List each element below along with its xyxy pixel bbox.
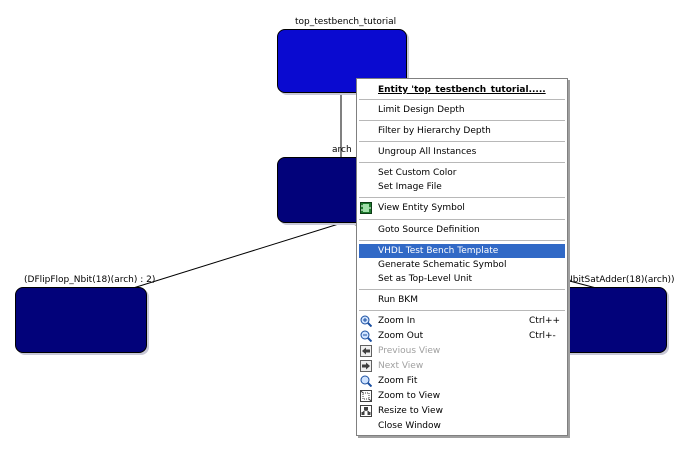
menu-item-resize-to-view[interactable]: Resize to View: [359, 404, 565, 418]
menu-item-set-top-level-label: Set as Top-Level Unit: [378, 274, 473, 284]
menu-item-previous-view-label: Previous View: [378, 346, 441, 356]
menu-item-zoom-in-label: Zoom In: [378, 316, 416, 326]
menu-item-view-symbol-label: View Entity Symbol: [378, 203, 465, 213]
node-label-top: top_testbench_tutorial: [295, 17, 397, 27]
menu-item-zoom-out-label: Zoom Out: [378, 331, 424, 341]
menu-item-zoom-to-view[interactable]: Zoom to View: [359, 389, 565, 403]
menu-item-resize-to-view-label: Resize to View: [378, 406, 443, 416]
menu-item-image-file-label: Set Image File: [378, 182, 442, 192]
context-menu: Entity 'top_testbench_tutorial..... Limi…: [356, 78, 568, 436]
menu-separator: [359, 240, 565, 241]
zoom-out-shortcut: Ctrl+-: [529, 331, 556, 341]
menu-separator: [359, 120, 565, 121]
menu-separator: [359, 141, 565, 142]
menu-item-set-top-level[interactable]: Set as Top-Level Unit: [359, 272, 565, 286]
menu-item-goto-source-label: Goto Source Definition: [378, 225, 480, 235]
menu-item-filter-depth[interactable]: Filter by Hierarchy Depth: [359, 124, 565, 138]
menu-separator: [359, 99, 565, 100]
menu-item-entity-label: Entity 'top_testbench_tutorial.....: [378, 85, 546, 95]
menu-item-limit-depth[interactable]: Limit Design Depth: [359, 103, 565, 117]
menu-item-view-symbol[interactable]: View Entity Symbol: [359, 201, 565, 215]
menu-item-ungroup-label: Ungroup All Instances: [378, 147, 477, 157]
node-label-left: (DFlipFlop_Nbit(18)(arch) : 2): [24, 275, 156, 285]
menu-item-next-view-label: Next View: [378, 361, 424, 371]
menu-separator: [359, 197, 565, 198]
arrow-left-icon: [360, 345, 372, 357]
menu-item-custom-color[interactable]: Set Custom Color: [359, 166, 565, 180]
menu-item-close-window[interactable]: Close Window: [359, 419, 565, 433]
menu-item-vhdl-testbench[interactable]: VHDL Test Bench Template: [359, 244, 565, 258]
zoom-in-shortcut: Ctrl++: [529, 316, 561, 326]
zoom-out-icon: [360, 330, 373, 343]
resize-to-view-icon: [360, 405, 372, 417]
menu-item-zoom-fit-label: Zoom Fit: [378, 376, 418, 386]
zoom-in-icon: [360, 315, 373, 328]
menu-item-entity[interactable]: Entity 'top_testbench_tutorial.....: [359, 83, 565, 97]
menu-item-zoom-to-view-label: Zoom to View: [378, 391, 441, 401]
menu-item-close-window-label: Close Window: [378, 421, 441, 431]
menu-item-generate-symbol[interactable]: Generate Schematic Symbol: [359, 258, 565, 272]
menu-item-zoom-out[interactable]: Zoom Out Ctrl+-: [359, 329, 565, 343]
menu-item-goto-source[interactable]: Goto Source Definition: [359, 223, 565, 237]
menu-item-run-bkm[interactable]: Run BKM: [359, 293, 565, 307]
menu-item-vhdl-testbench-label: VHDL Test Bench Template: [378, 246, 499, 256]
menu-item-previous-view[interactable]: Previous View: [359, 344, 565, 358]
menu-item-image-file[interactable]: Set Image File: [359, 180, 565, 194]
menu-separator: [359, 310, 565, 311]
arrow-right-icon: [360, 360, 372, 372]
entity-symbol-icon: [360, 202, 372, 214]
zoom-to-view-icon: [360, 390, 372, 402]
node-label-arch: arch: [332, 145, 352, 155]
menu-separator: [359, 219, 565, 220]
menu-item-ungroup[interactable]: Ungroup All Instances: [359, 145, 565, 159]
menu-item-filter-depth-label: Filter by Hierarchy Depth: [378, 126, 491, 136]
menu-separator: [359, 162, 565, 163]
node-dflipflop[interactable]: [15, 287, 147, 353]
edge-arch-left: [129, 221, 346, 290]
node-label-right: NbitSatAdder(18)(arch)): [566, 275, 675, 285]
menu-item-limit-depth-label: Limit Design Depth: [378, 105, 465, 115]
menu-item-zoom-fit[interactable]: Zoom Fit: [359, 374, 565, 388]
menu-item-custom-color-label: Set Custom Color: [378, 168, 457, 178]
menu-separator: [359, 289, 565, 290]
menu-item-run-bkm-label: Run BKM: [378, 295, 418, 305]
zoom-fit-icon: [360, 375, 373, 388]
menu-item-generate-symbol-label: Generate Schematic Symbol: [378, 260, 507, 270]
menu-item-next-view[interactable]: Next View: [359, 359, 565, 373]
menu-item-zoom-in[interactable]: Zoom In Ctrl++: [359, 314, 565, 328]
